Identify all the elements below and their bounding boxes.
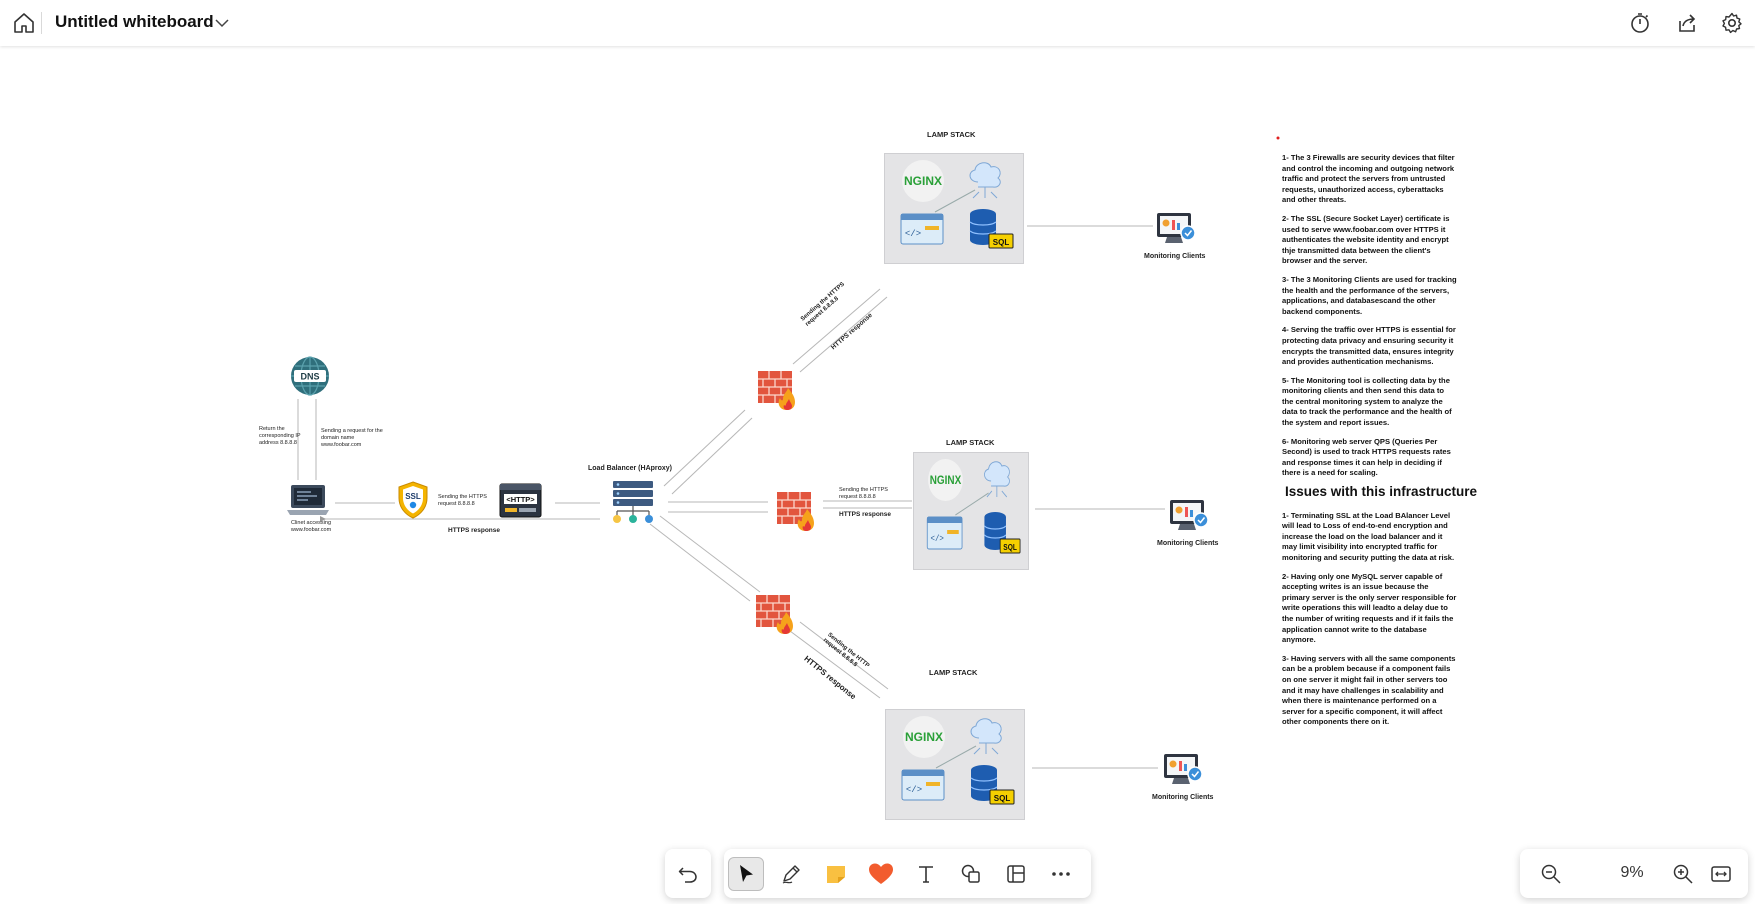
zoom-controls: 9% — [1520, 849, 1748, 898]
svg-text:</>: </> — [930, 533, 943, 544]
issues-heading: Issues with this infrastructure — [1285, 484, 1478, 500]
svg-text:NGINX: NGINX — [930, 474, 962, 487]
share-icon[interactable] — [1675, 11, 1699, 35]
drawing-toolbar — [724, 849, 1091, 898]
more-button[interactable] — [1043, 857, 1079, 891]
issue-item: 1- Terminating SSL at the Load BAlancer … — [1282, 510, 1455, 562]
diagram-drawing — [297, 136, 1280, 769]
sticky-note-icon — [827, 866, 845, 883]
shapes-tool-button[interactable] — [953, 857, 989, 891]
fw-bot-server-line-1 — [789, 630, 881, 699]
text-tool-button[interactable] — [908, 857, 944, 891]
notes-text-box[interactable]: 1- The 3 Firewalls are security devices … — [1282, 153, 1478, 736]
templates-icon — [1007, 865, 1025, 883]
monitoring-client-icon-top — [1157, 213, 1196, 243]
whiteboard-title[interactable]: Untitled whiteboard — [55, 12, 214, 31]
firewall-icon-bottom — [756, 595, 793, 634]
lamp-stack-label-middle: LAMP STACK — [946, 438, 995, 447]
svg-text:NGINX: NGINX — [905, 730, 943, 744]
chevron-down-icon[interactable] — [213, 14, 231, 32]
shapes-icon — [961, 864, 980, 883]
sticky-note-button[interactable] — [818, 857, 854, 891]
templates-button[interactable] — [998, 857, 1034, 891]
client-response-label: HTTPS response — [448, 527, 501, 534]
lb-fw-top-line-1 — [663, 409, 746, 487]
note-item: 6- Monitoring web server QPS (Queries Pe… — [1282, 436, 1451, 478]
home-icon[interactable] — [12, 11, 36, 35]
middle-response-label: HTTPS response — [839, 511, 892, 518]
note-item: 1- The 3 Firewalls are security devices … — [1282, 153, 1455, 205]
load-balancer-label: Load Balancer (HAproxy) — [588, 465, 673, 472]
zoom-out-icon[interactable] — [1540, 863, 1562, 885]
lamp-components: NGINX </> SQL — [900, 160, 1014, 249]
svg-text:</>: </> — [906, 785, 922, 795]
timer-icon[interactable] — [1628, 11, 1652, 35]
note-item: 3- The 3 Monitoring Clients are used for… — [1282, 274, 1457, 316]
reaction-button[interactable] — [863, 857, 899, 891]
svg-text:</>: </> — [905, 229, 921, 239]
firewall-icon-middle — [777, 492, 814, 531]
dns-globe-icon: DNS — [291, 356, 329, 396]
lb-fw-bot-line-1 — [649, 523, 751, 602]
monitoring-label-middle: Monitoring Clients — [1157, 540, 1219, 547]
laptop-icon — [287, 485, 329, 515]
whiteboard-canvas[interactable]: DNS Return the corresponding IP address … — [0, 46, 1755, 904]
monitoring-client-icon-middle — [1170, 500, 1209, 530]
more-icon — [1052, 872, 1070, 876]
fw-top-server-line-2 — [799, 296, 888, 373]
fw-top-server-line-1 — [792, 288, 881, 365]
lb-fw-top-line-2 — [671, 417, 753, 495]
svg-text:SQL: SQL — [994, 794, 1011, 803]
middle-request-label: Sending the HTTPS request 8.8.8.8 — [839, 487, 888, 500]
dns-return-label: Return the corresponding IP address 8.8.… — [259, 426, 301, 446]
lamp-stack-label-bottom: LAMP STACK — [929, 668, 978, 677]
undo-icon — [678, 867, 697, 883]
note-item: 2- The SSL (Secure Socket Layer) certifi… — [1282, 213, 1450, 266]
select-tool-button[interactable] — [728, 857, 764, 891]
text-icon — [919, 866, 933, 883]
http-browser-icon: <HTTP> — [499, 483, 542, 518]
svg-text:DNS: DNS — [300, 372, 319, 382]
settings-icon[interactable] — [1720, 11, 1744, 35]
pen-icon — [782, 865, 800, 884]
issue-item: 3- Having servers with all the same comp… — [1282, 653, 1456, 727]
zoom-level[interactable]: 9% — [1620, 864, 1644, 881]
client-to-lb-label: Sending the HTTPS request 8.8.8.8 — [438, 494, 487, 507]
note-item: 5- The Monitoring tool is collecting dat… — [1282, 375, 1452, 428]
select-tool-icon — [740, 865, 753, 882]
fw-bot-server-line-2 — [799, 621, 889, 690]
svg-text:SSL: SSL — [405, 492, 421, 501]
svg-text:NGINX: NGINX — [904, 174, 942, 188]
reaction-heart-icon — [869, 863, 893, 884]
top-bar: Untitled whiteboard — [0, 0, 1755, 46]
note-item: 4- Serving the traffic over HTTPS is ess… — [1282, 325, 1456, 367]
lamp-components: NGINX </> SQL — [926, 459, 1021, 554]
lamp-server-top: NGINX </> SQL — [884, 153, 1024, 264]
lb-fw-bot-line-2 — [659, 515, 761, 593]
svg-text:SQL: SQL — [993, 238, 1010, 247]
client-label: Clinet accessing www.foobar.com — [290, 520, 332, 533]
dns-request-label: Sending a request for the domain name ww… — [321, 428, 383, 448]
monitoring-label-bottom: Monitoring Clients — [1152, 794, 1214, 801]
lamp-components: NGINX </> SQL — [901, 716, 1015, 805]
lamp-server-middle: NGINX </> SQL — [913, 452, 1029, 570]
monitoring-label-top: Monitoring Clients — [1144, 253, 1206, 260]
lamp-server-bottom: NGINX </> SQL — [885, 709, 1025, 820]
monitoring-client-icon-bottom — [1164, 754, 1203, 784]
ssl-shield-icon: SSL — [398, 481, 428, 519]
issue-item: 2- Having only one MySQL server capable … — [1282, 571, 1457, 645]
zoom-in-icon[interactable] — [1672, 863, 1694, 885]
svg-text:SQL: SQL — [1003, 542, 1017, 552]
pen-tool-button[interactable] — [773, 857, 809, 891]
lamp-stack-label-top: LAMP STACK — [927, 130, 976, 139]
divider — [41, 12, 42, 34]
firewall-icon-top — [758, 371, 795, 410]
fit-to-screen-icon[interactable] — [1710, 863, 1732, 885]
load-balancer-icon — [613, 481, 653, 523]
undo-button[interactable] — [665, 849, 711, 898]
svg-text:<HTTP>: <HTTP> — [506, 495, 535, 504]
